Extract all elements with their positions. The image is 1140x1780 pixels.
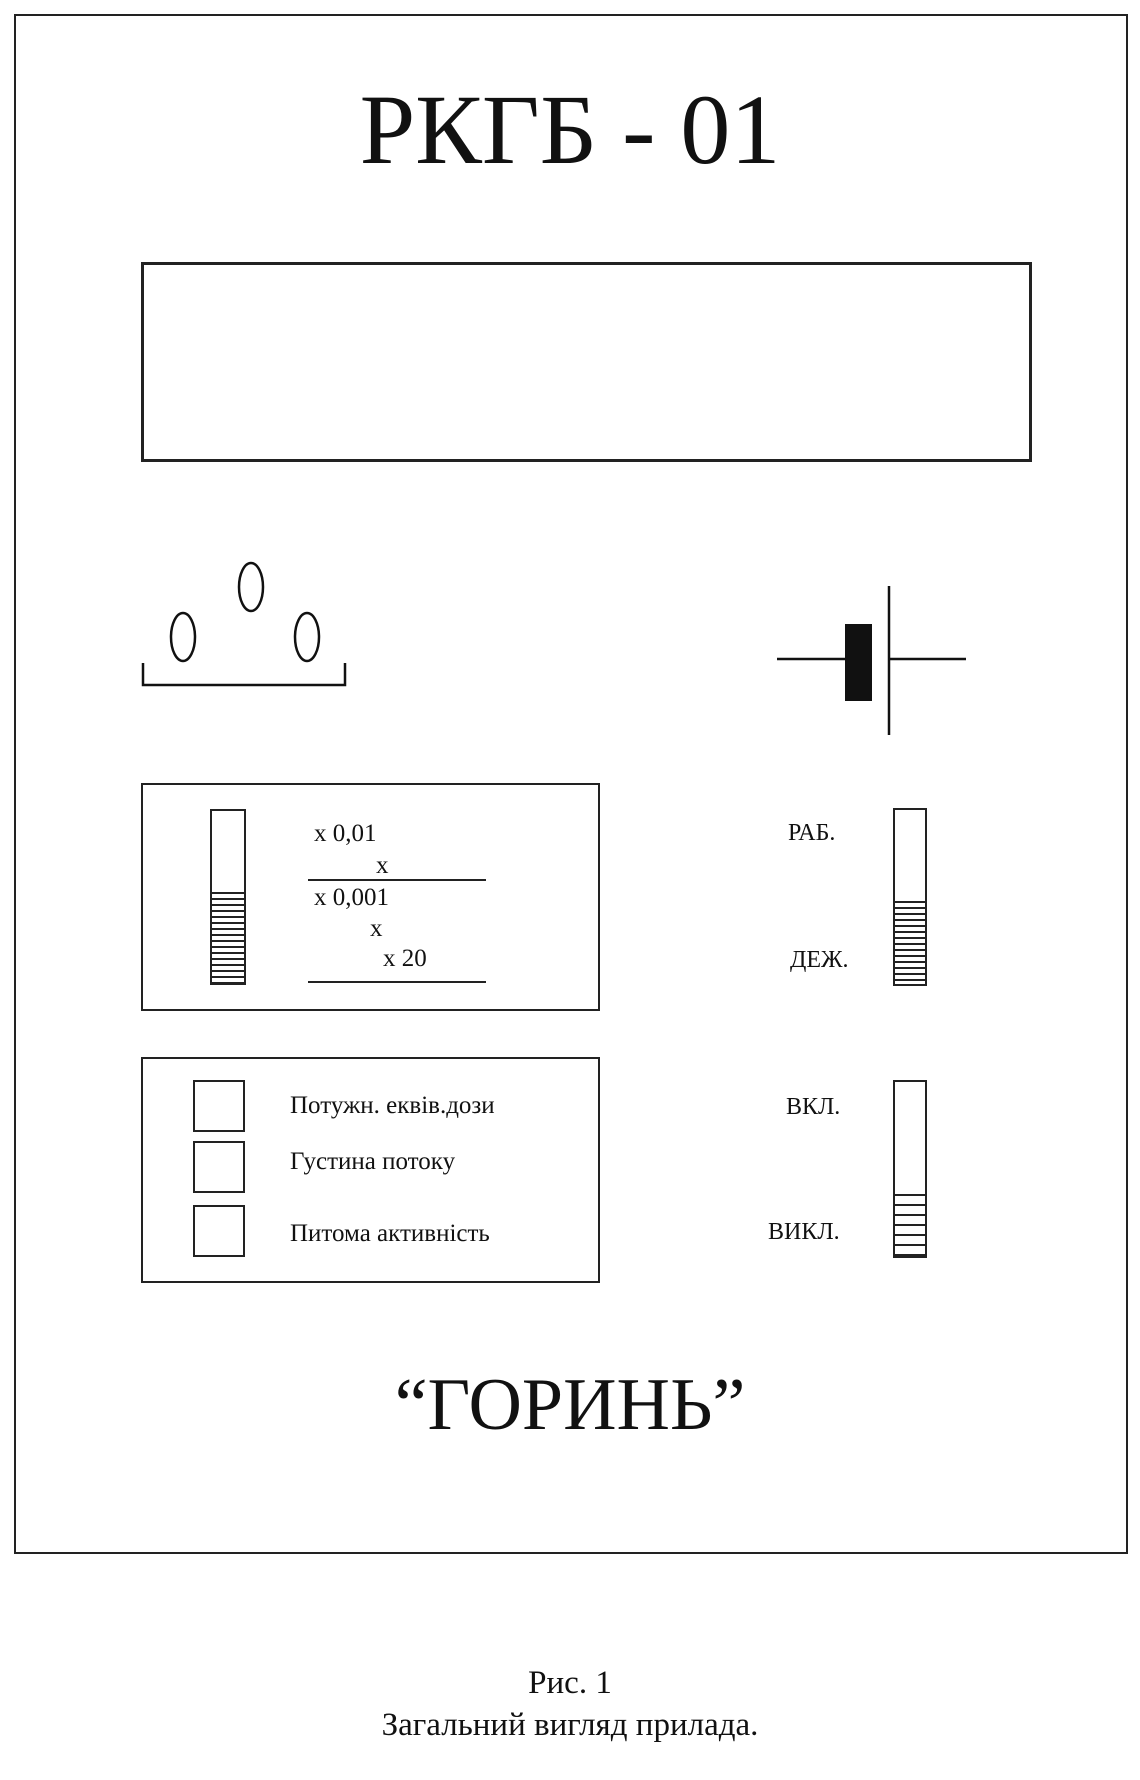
power-on-label: ВКЛ. bbox=[786, 1094, 841, 1120]
mode-checkbox-3[interactable] bbox=[193, 1205, 245, 1257]
brand-name: “ГОРИНЬ” bbox=[394, 1364, 746, 1446]
range-divider-2 bbox=[308, 981, 486, 983]
device-model-title: РКГБ - 01 bbox=[359, 74, 781, 185]
range-switch[interactable] bbox=[210, 809, 246, 985]
power-switch[interactable] bbox=[893, 1080, 927, 1258]
power-switch-handle bbox=[895, 1186, 925, 1256]
range-divider-1 bbox=[308, 879, 486, 881]
work-label: РАБ. bbox=[788, 820, 836, 846]
range-line-4: x bbox=[370, 915, 383, 942]
work-standby-switch[interactable] bbox=[893, 808, 927, 986]
mode-label-3: Питома активність bbox=[290, 1220, 490, 1247]
mode-checkbox-2[interactable] bbox=[193, 1141, 245, 1193]
mode-label-1: Потужн. еквів.дози bbox=[290, 1092, 495, 1119]
mode-checkbox-1[interactable] bbox=[193, 1080, 245, 1132]
mode-label-2: Густина потоку bbox=[290, 1148, 456, 1175]
range-line-3: x 0,001 bbox=[314, 884, 389, 911]
digital-display bbox=[141, 262, 1032, 462]
work-switch-handle bbox=[895, 897, 925, 984]
range-line-5: x 20 bbox=[383, 945, 427, 972]
range-switch-handle bbox=[212, 888, 244, 983]
device-panel bbox=[14, 14, 1128, 1554]
range-line-1: x 0,01 bbox=[314, 820, 377, 847]
power-off-label: ВИКЛ. bbox=[768, 1219, 840, 1245]
figure-number: Рис. 1 bbox=[528, 1665, 612, 1701]
figure-caption: Загальний вигляд прилада. bbox=[381, 1707, 759, 1743]
range-line-2: x bbox=[376, 852, 389, 879]
standby-label: ДЕЖ. bbox=[790, 947, 849, 973]
